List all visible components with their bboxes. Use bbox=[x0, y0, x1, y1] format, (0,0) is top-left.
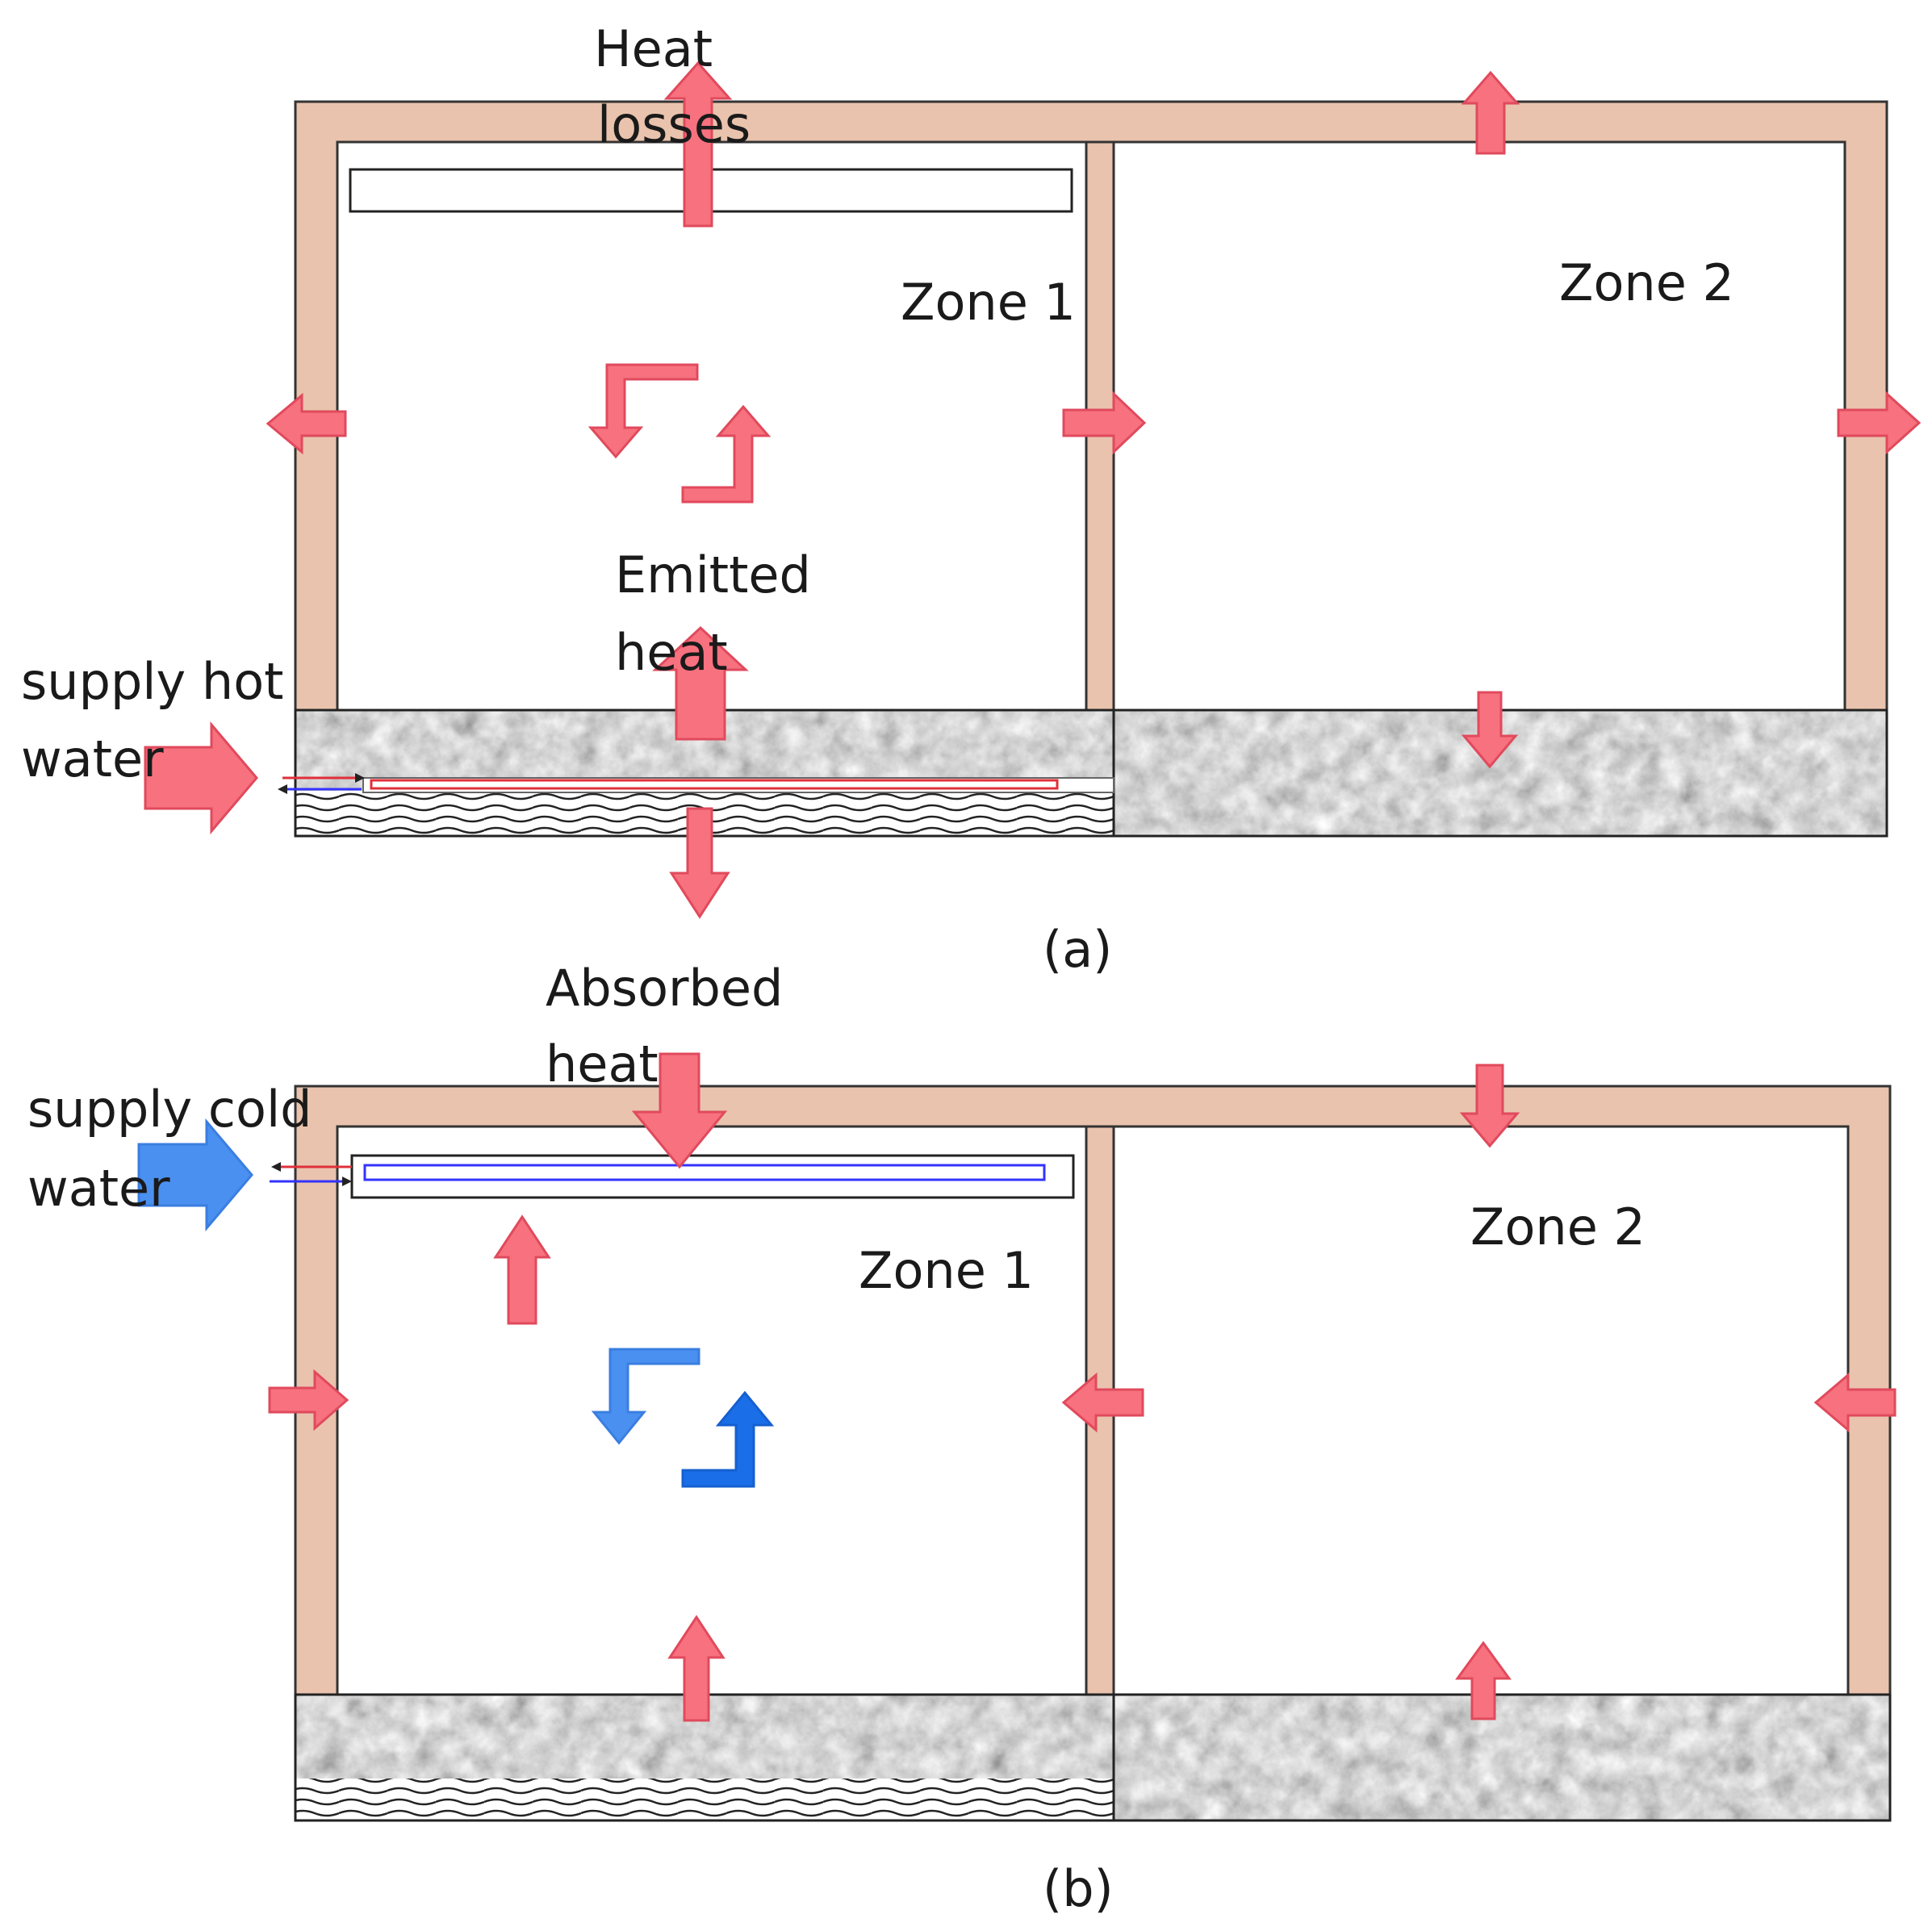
foundation-outline-b bbox=[294, 1693, 1892, 1822]
convection-arrow-down-b bbox=[591, 1348, 700, 1445]
supply-cold-label-line2: water bbox=[27, 1159, 170, 1218]
convection-arrow-down-a bbox=[588, 363, 699, 459]
ceiling-panel-b bbox=[350, 1154, 1075, 1199]
heat-losses-label-line2: losses bbox=[597, 95, 751, 154]
pipe-inlet-arrowhead-b bbox=[342, 1177, 352, 1186]
convection-arrow-up-b bbox=[681, 1390, 775, 1488]
heat-gain-arrow-left-wall bbox=[268, 1369, 349, 1432]
heat-loss-arrow-ground-zone2 bbox=[1461, 691, 1519, 769]
absorbed-heat-arrow bbox=[631, 1052, 728, 1169]
heat-rise-arrow-to-panel bbox=[493, 1214, 551, 1325]
pipe-outlet-arrowhead-a bbox=[278, 784, 287, 794]
floor-insulation-b bbox=[295, 1779, 1114, 1820]
zone1-label-a: Zone 1 bbox=[901, 273, 1076, 332]
heat-gain-arrow-floor-zone1 bbox=[667, 1615, 726, 1722]
ceiling-cold-pipe-loop-b bbox=[363, 1164, 1046, 1181]
pipe-inlet-arrowhead-a bbox=[355, 773, 365, 783]
zone1-label-b: Zone 1 bbox=[859, 1241, 1034, 1300]
pipe-outlet-arrowhead-b bbox=[271, 1162, 281, 1172]
heat-losses-label-line1: Heat bbox=[594, 19, 713, 78]
heat-loss-arrow-right-wall bbox=[1837, 391, 1922, 455]
supply-hot-water-arrow bbox=[144, 721, 258, 835]
heat-transfer-arrow-partition bbox=[1062, 391, 1147, 455]
heat-gain-arrow-floor-zone2 bbox=[1455, 1641, 1512, 1720]
convection-arrow-up-a bbox=[681, 404, 772, 504]
caption-a: (a) bbox=[1043, 920, 1112, 979]
floor-pipe-hot-loop-a bbox=[370, 779, 1059, 790]
emitted-heat-arrow bbox=[652, 625, 749, 741]
heat-loss-arrow-below-slab bbox=[669, 807, 730, 919]
panel-a: Heat losses Zone 1 Zone 2 Emitted heat s… bbox=[21, 19, 1922, 979]
zone2-label-b: Zone 2 bbox=[1470, 1198, 1646, 1256]
heat-loss-arrow-roof-zone1 bbox=[663, 61, 733, 228]
absorbed-heat-label-line1: Absorbed bbox=[546, 959, 783, 1018]
supply-hot-label-line2: water bbox=[21, 729, 164, 788]
caption-b: (b) bbox=[1043, 1859, 1114, 1918]
supply-cold-water-arrow bbox=[137, 1118, 253, 1232]
absorbed-heat-label-line2: heat bbox=[546, 1035, 659, 1093]
supply-hot-label-line1: supply hot bbox=[21, 652, 283, 711]
heat-loss-arrow-roof-zone2 bbox=[1461, 70, 1520, 155]
foundation-outline-a bbox=[294, 709, 1888, 838]
emitted-heat-label-line1: Emitted bbox=[615, 545, 811, 604]
heat-transfer-arrow-partition-b bbox=[1061, 1372, 1144, 1433]
emitted-heat-label-line2: heat bbox=[615, 623, 728, 682]
supply-cold-label-line1: supply cold bbox=[27, 1080, 312, 1139]
heat-loss-arrow-left-wall bbox=[266, 392, 347, 455]
panel-b: Absorbed heat bbox=[27, 959, 1896, 1918]
heat-gain-arrow-right-wall bbox=[1813, 1372, 1896, 1433]
zone2-label-a: Zone 2 bbox=[1559, 253, 1734, 312]
floor-slab-zone2-b bbox=[1114, 1695, 1890, 1820]
heat-gain-arrow-roof-zone2 bbox=[1459, 1064, 1520, 1148]
